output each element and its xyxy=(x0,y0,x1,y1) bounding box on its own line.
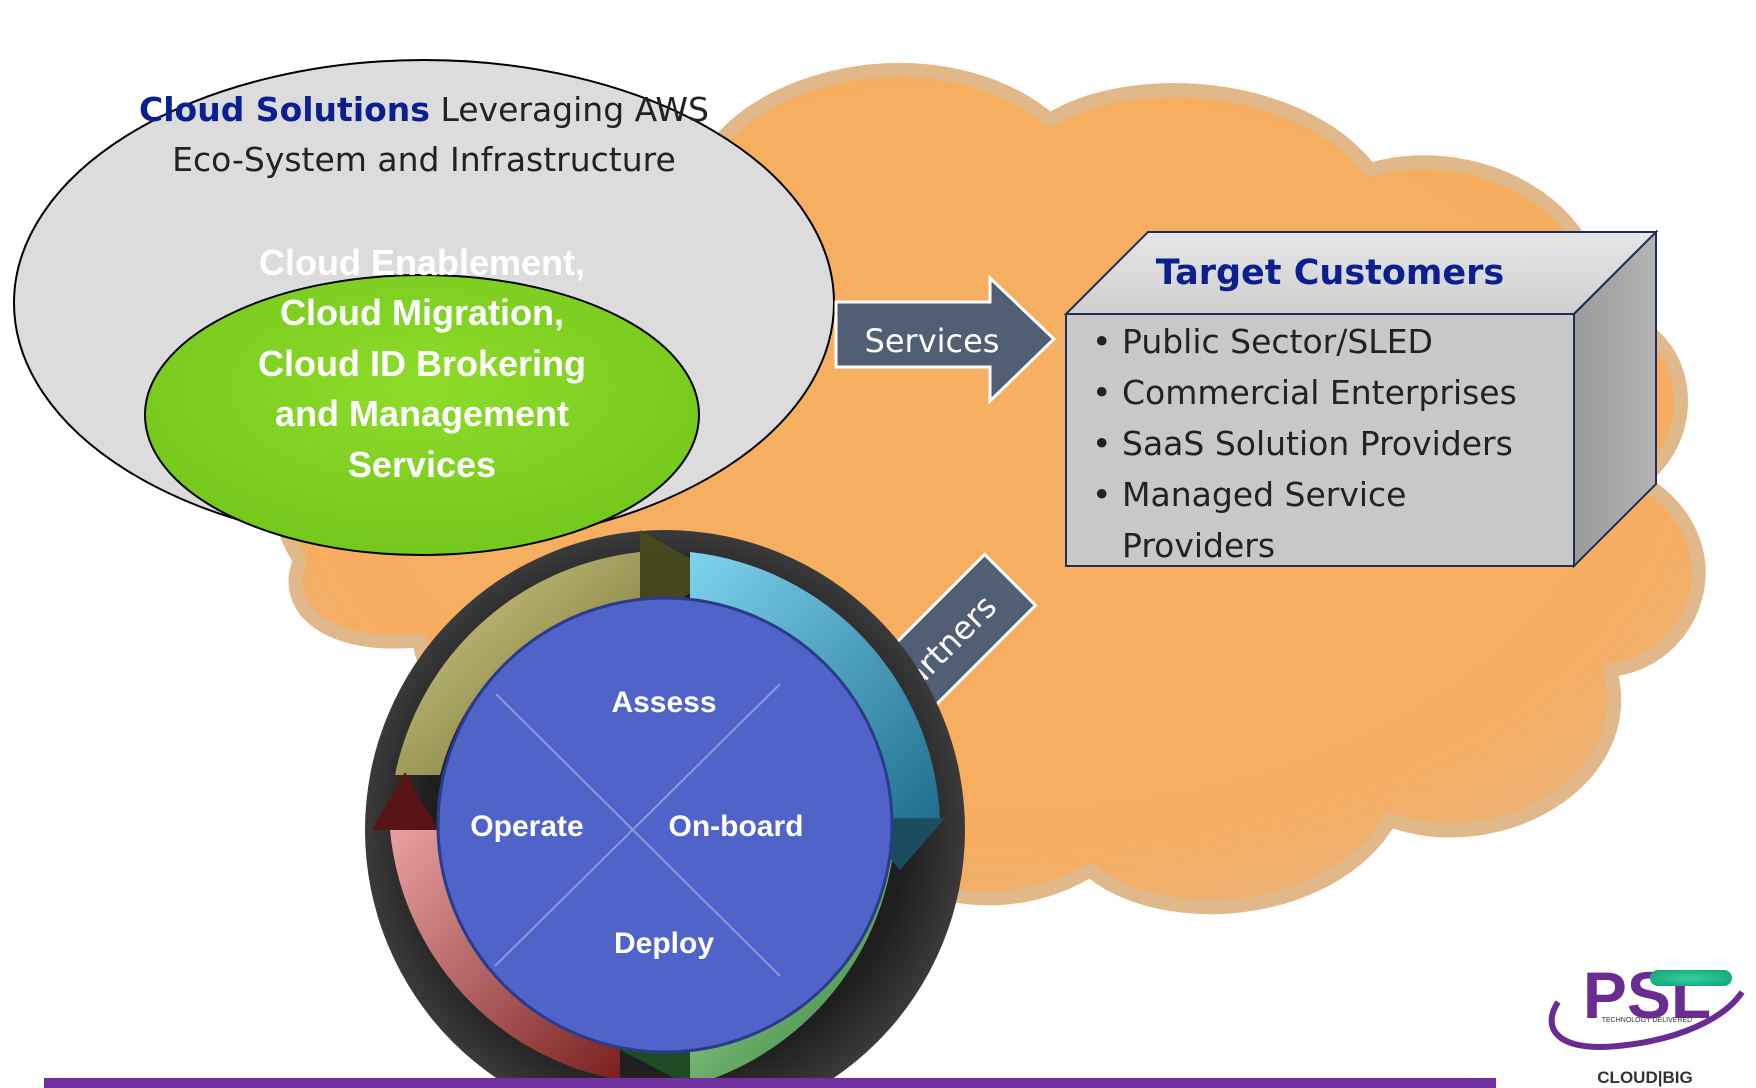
services-core-line-1: Cloud Enablement, xyxy=(259,242,585,283)
services-arrow: Services xyxy=(834,274,1057,405)
psl-logo-caption: CLOUD|BIG xyxy=(1597,1068,1692,1087)
lifecycle-arrow-assess-onboard xyxy=(690,552,940,820)
cloud-solutions-title-rest: Leveraging AWS xyxy=(430,90,709,129)
lifecycle-label-assess: Assess xyxy=(611,686,716,719)
bullet-dot: • xyxy=(1092,424,1111,463)
services-core-line-3: Cloud ID Brokering xyxy=(258,343,586,384)
target-customer-item: Managed Service xyxy=(1122,475,1406,514)
footer-bar xyxy=(44,1078,1496,1088)
lifecycle-label-deploy: Deploy xyxy=(614,927,714,960)
target-customer-item: SaaS Solution Providers xyxy=(1122,424,1513,463)
target-customer-item: Public Sector/SLED xyxy=(1122,322,1433,361)
bullet-dot: • xyxy=(1092,322,1111,361)
services-core-line-5: Services xyxy=(348,444,496,485)
lifecycle-divider xyxy=(495,693,781,977)
services-core-line-4: and Management xyxy=(275,393,569,434)
services-core-line-2: Cloud Migration, xyxy=(280,292,564,333)
bullet-dot: • xyxy=(1092,373,1111,412)
lifecycle-arrow-operate-assess xyxy=(395,552,640,775)
lifecycle-label-onboard: On-board xyxy=(669,810,804,843)
lifecycle-center-disc xyxy=(436,596,894,1054)
logo-green-swoosh xyxy=(1650,970,1732,986)
target-customer-item: Commercial Enterprises xyxy=(1122,373,1517,412)
lifecycle-cycle: Assess Operate On-board Deploy xyxy=(365,530,965,1088)
lifecycle-divider xyxy=(494,683,781,967)
services-arrow-label: Services xyxy=(865,322,1000,360)
services-core-text: Cloud Enablement, Cloud Migration, Cloud… xyxy=(258,242,586,485)
lifecycle-label-operate: Operate xyxy=(470,810,583,843)
bullet-dot: • xyxy=(1092,475,1111,514)
psl-logo-tagline: TECHNOLOGY DELIVERED xyxy=(1602,1017,1693,1024)
target-customers-title: Target Customers xyxy=(1156,253,1504,293)
target-customer-item-continued: Providers xyxy=(1122,526,1275,565)
cloud-solutions-title: Cloud Solutions Leveraging AWS xyxy=(139,90,709,129)
cloud-solutions-subtitle: Eco-System and Infrastructure xyxy=(172,140,676,179)
cloud-solutions-title-bold: Cloud Solutions xyxy=(139,90,430,129)
target-customers-box: Target Customers • Public Sector/SLED • … xyxy=(1063,229,1659,569)
services-core-ellipse xyxy=(144,274,700,556)
psl-logo: PSL TECHNOLOGY DELIVERED CLOUD|BIG xyxy=(1548,958,1745,1087)
